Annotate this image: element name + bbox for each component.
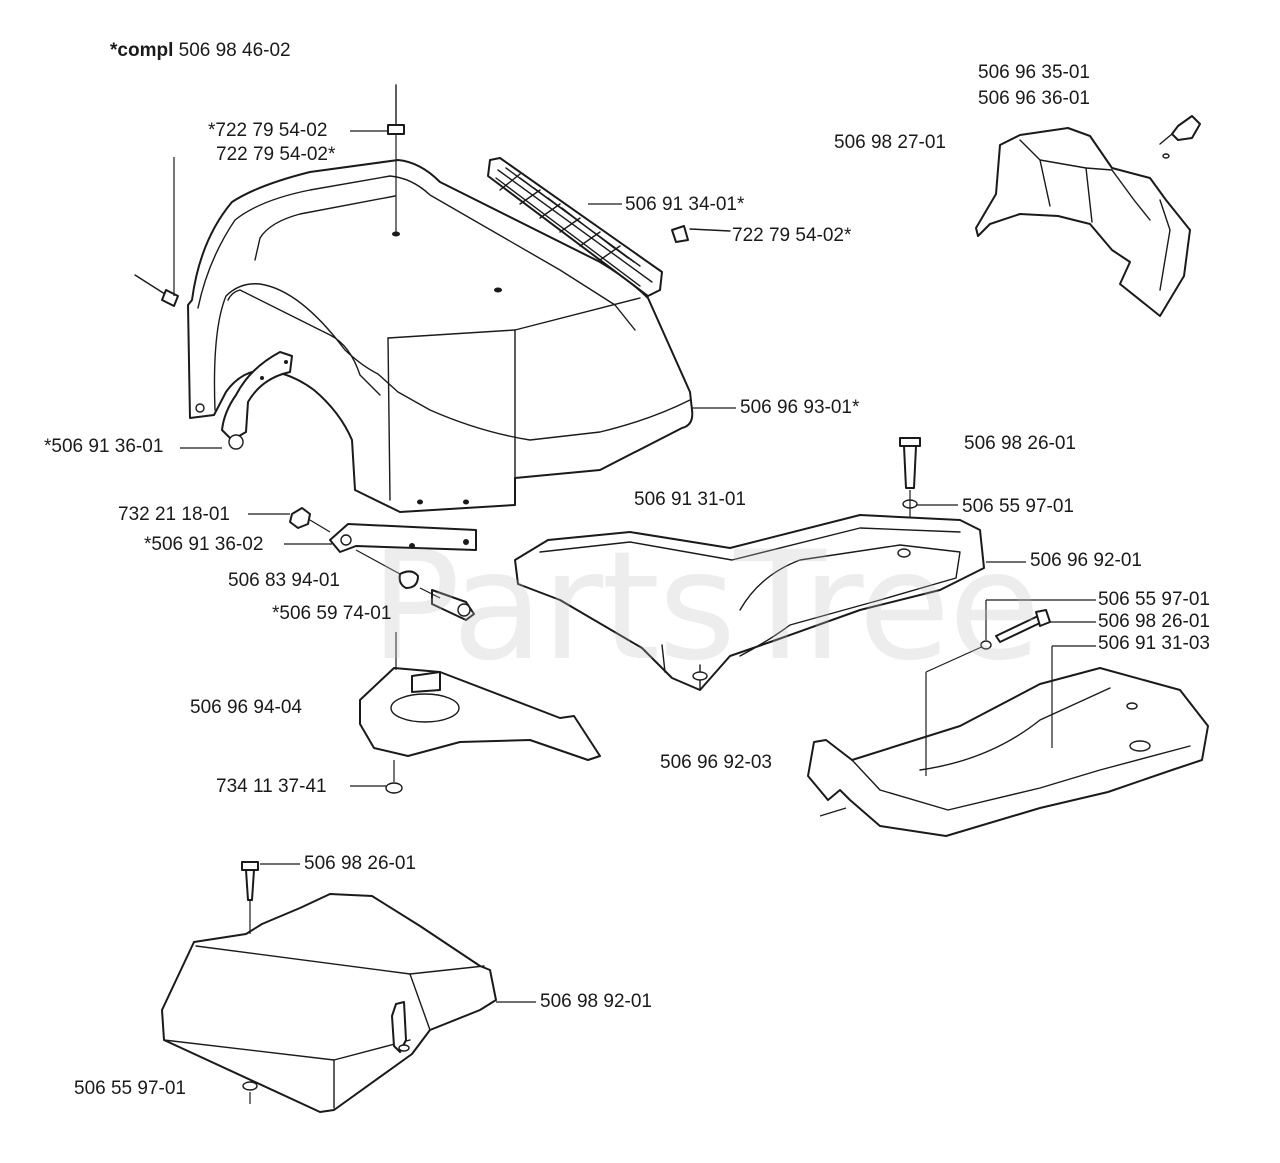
leader-lines <box>180 130 736 787</box>
callout-tray: 506 96 92-01 <box>1030 550 1142 571</box>
callout-washer-r2: 506 55 97-01 <box>1098 589 1210 610</box>
callout-rivet-top-b: 722 79 54-02* <box>216 144 336 165</box>
callout-cover-bottom: 506 98 92-01 <box>540 991 652 1012</box>
callout-washer-small: 734 11 37-41 <box>216 776 327 797</box>
callout-hood: 506 96 93-01* <box>740 397 860 418</box>
callout-screw-r2: 506 98 26-01 <box>1098 611 1210 632</box>
shield-part <box>975 115 1201 317</box>
callout-shield-c: 506 98 27-01 <box>834 132 946 153</box>
callout-nut: 732 21 18-01 <box>118 504 230 525</box>
callout-bracket-lower: *506 91 36-02 <box>144 534 264 555</box>
tray-right-part <box>807 599 1209 837</box>
assembly-prefix: *compl <box>110 40 174 61</box>
bracket-left-part <box>221 351 293 450</box>
rivet-left-part <box>134 157 179 307</box>
cover-bottom-part <box>161 861 536 1113</box>
callout-washer-mid: 506 83 94-01 <box>228 570 340 591</box>
callout-washer-bottom: 506 55 97-01 <box>74 1078 186 1099</box>
assembly-label: *compl 506 98 46-02 <box>110 40 291 62</box>
callout-bracket-left: *506 91 36-01 <box>44 436 164 457</box>
cup-part <box>359 632 601 794</box>
callout-tray-r2: 506 91 31-03 <box>1098 633 1210 654</box>
callout-screw-bottom: 506 98 26-01 <box>304 853 416 874</box>
assembly-number: 506 98 46-02 <box>178 40 291 61</box>
hood-part <box>187 159 694 513</box>
callout-screw-right: 506 98 26-01 <box>964 433 1076 454</box>
tray-part <box>514 514 1026 691</box>
callout-rivet-grille: 722 79 54-02* <box>732 225 852 246</box>
callout-tray-right-ref: 506 96 92-03 <box>660 752 772 773</box>
rivet-grille-part <box>671 225 731 243</box>
callout-washer-right: 506 55 97-01 <box>962 496 1074 517</box>
callout-bolt-mid: *506 59 74-01 <box>272 603 392 624</box>
callout-rivet-top-a: *722 79 54-02 <box>208 120 328 141</box>
bracket-lower-part <box>289 507 477 621</box>
grille-part <box>487 157 663 297</box>
callout-cup: 506 96 94-04 <box>190 697 302 718</box>
callout-shield-a: 506 96 35-01 <box>978 62 1090 83</box>
callout-grille: 506 91 34-01* <box>625 194 745 215</box>
rivet-top-part <box>387 84 405 232</box>
callout-tray-ref: 506 91 31-01 <box>634 489 746 510</box>
callout-shield-b: 506 96 36-01 <box>978 88 1090 109</box>
